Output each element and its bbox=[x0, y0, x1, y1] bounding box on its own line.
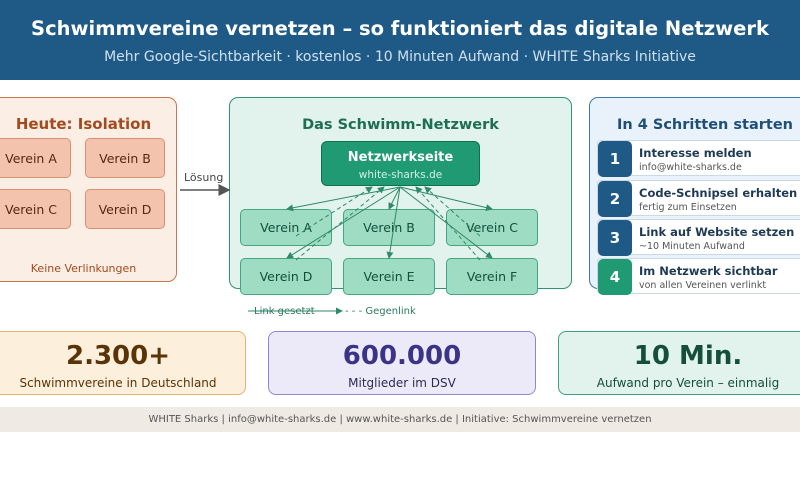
network-club-e: Verein E bbox=[343, 258, 435, 295]
steps-title: In 4 Schritten starten bbox=[616, 117, 794, 133]
network-hub-subtitle: white-sharks.de bbox=[358, 169, 443, 181]
stat-members: 600.000 Mitglieder im DSV bbox=[268, 331, 536, 395]
header-banner: Schwimmvereine vernetzen – so funktionie… bbox=[0, 0, 800, 80]
network-club-f: Verein F bbox=[446, 258, 538, 295]
stat-clubs: 2.300+ Schwimmvereine in Deutschland bbox=[0, 331, 246, 395]
stat-members-label: Mitglieder im DSV bbox=[348, 376, 456, 390]
stat-clubs-label: Schwimmvereine in Deutschland bbox=[19, 376, 217, 390]
step-2-subtitle: fertig zum Einsetzen bbox=[639, 202, 737, 213]
step-3: 3 Link auf Website setzen ~10 Minuten Au… bbox=[597, 219, 800, 256]
network-hub-title: Netzwerkseite bbox=[347, 150, 454, 165]
page-title: Schwimmvereine vernetzen – so funktionie… bbox=[31, 17, 769, 40]
step-2: 2 Code-Schnipsel erhalten fertig zum Ein… bbox=[597, 180, 800, 217]
stat-effort-value: 10 Min. bbox=[633, 341, 743, 371]
isolated-club-b: Verein B bbox=[85, 138, 165, 178]
page-subtitle: Mehr Google-Sichtbarkeit · kostenlos · 1… bbox=[104, 49, 696, 65]
network-club-b: Verein B bbox=[343, 209, 435, 246]
step-1-subtitle: info@white-sharks.de bbox=[639, 162, 742, 173]
network-hub: Netzwerkseite white-sharks.de bbox=[321, 141, 480, 186]
legend-solid-label: Link gesetzt bbox=[254, 306, 315, 317]
step-4-title: Im Netzwerk sichtbar bbox=[639, 264, 778, 278]
isolated-club-c: Verein C bbox=[0, 189, 71, 229]
network-club-c: Verein C bbox=[446, 209, 538, 246]
isolation-title: Heute: Isolation bbox=[15, 115, 152, 133]
network-club-d: Verein D bbox=[240, 258, 332, 295]
isolation-footer: Keine Verlinkungen bbox=[30, 262, 137, 275]
network-club-a: Verein A bbox=[240, 209, 332, 246]
stat-clubs-value: 2.300+ bbox=[65, 341, 171, 371]
step-2-number: 2 bbox=[598, 181, 632, 217]
network-title: Das Schwimm-Netzwerk bbox=[302, 117, 499, 133]
isolated-club-d: Verein D bbox=[85, 189, 165, 229]
step-4-subtitle: von allen Vereinen verlinkt bbox=[639, 280, 767, 291]
step-2-title: Code-Schnipsel erhalten bbox=[639, 186, 798, 200]
step-1: 1 Interesse melden info@white-sharks.de bbox=[597, 140, 800, 177]
legend-dashed-label: - - - Gegenlink bbox=[345, 306, 416, 317]
step-4: 4 Im Netzwerk sichtbar von allen Vereine… bbox=[597, 258, 800, 295]
step-4-number: 4 bbox=[598, 259, 632, 295]
step-1-number: 1 bbox=[598, 141, 632, 177]
stat-effort: 10 Min. Aufwand pro Verein – einmalig bbox=[558, 331, 800, 395]
step-3-title: Link auf Website setzen bbox=[639, 225, 795, 239]
step-3-subtitle: ~10 Minuten Aufwand bbox=[639, 241, 745, 252]
stat-effort-label: Aufwand pro Verein – einmalig bbox=[596, 376, 780, 390]
isolated-club-a: Verein A bbox=[0, 138, 71, 178]
step-1-title: Interesse melden bbox=[639, 146, 752, 160]
stat-members-value: 600.000 bbox=[342, 341, 462, 371]
footer-bar: WHITE Sharks | info@white-sharks.de | ww… bbox=[0, 407, 800, 432]
step-3-number: 3 bbox=[598, 220, 632, 256]
transition-label: Lösung bbox=[184, 171, 224, 184]
